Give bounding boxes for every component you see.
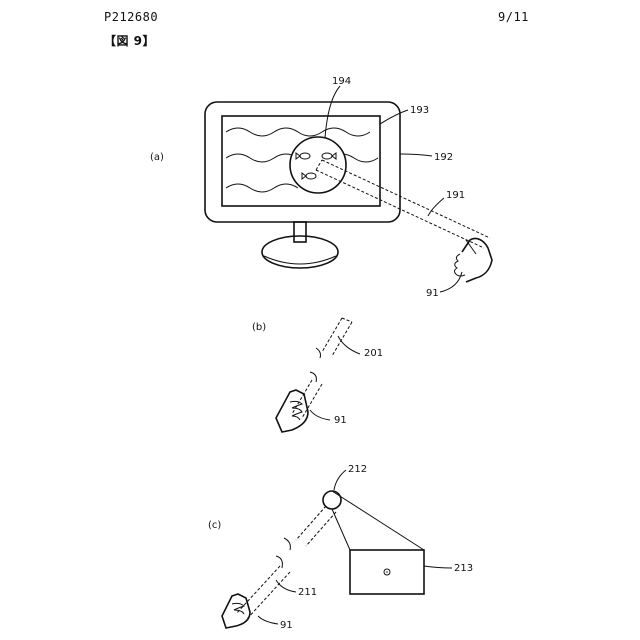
panel-c: (c) 212 213 (208, 464, 473, 631)
ref-91-c: 91 (280, 620, 293, 631)
ref-211: 211 (298, 587, 317, 598)
ref-201: 201 (364, 348, 383, 359)
ref-193: 193 (410, 105, 429, 116)
panel-a: (a) (150, 76, 492, 299)
tip-sphere-212 (323, 491, 341, 509)
panel-c-label: (c) (208, 520, 221, 531)
ref-91-a: 91 (426, 288, 439, 299)
hand-91 (455, 238, 493, 282)
panel-b-label: (b) (252, 322, 266, 333)
ref-91-b: 91 (334, 415, 347, 426)
panel-b: (b) 201 91 (252, 318, 383, 432)
hand-91-c (222, 594, 250, 628)
callouts-a: 194 193 192 191 91 (325, 76, 465, 299)
monitor-stand (262, 222, 338, 268)
rod-211 (236, 506, 336, 620)
ref-192: 192 (434, 152, 453, 163)
view-window-194 (290, 137, 346, 193)
projection-cone (332, 491, 424, 550)
hand-91-b (276, 390, 308, 432)
ref-194: 194 (332, 76, 351, 87)
panel-a-label: (a) (150, 152, 164, 163)
ref-191: 191 (446, 190, 465, 201)
ref-213: 213 (454, 563, 473, 574)
ref-212: 212 (348, 464, 367, 475)
callouts-b: 201 91 (310, 336, 383, 426)
